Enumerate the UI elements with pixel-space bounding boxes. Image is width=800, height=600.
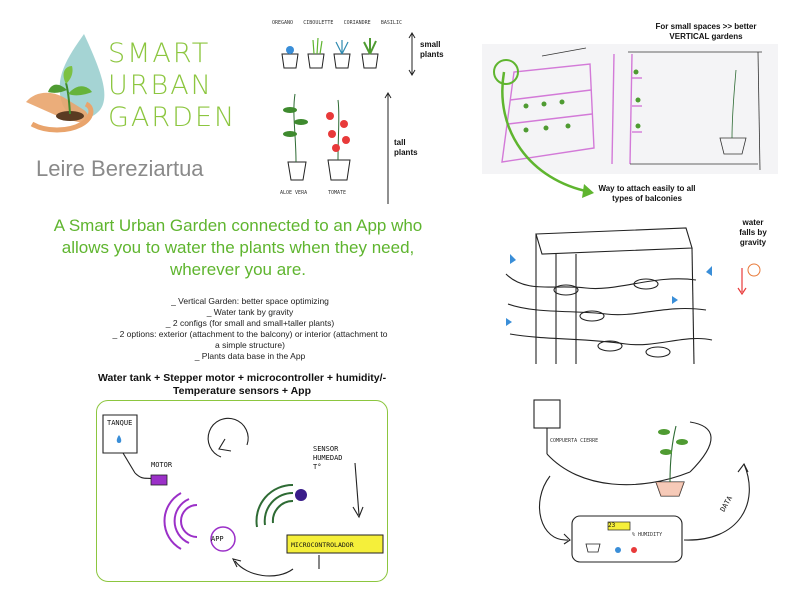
logo-word-garden: GARDEN bbox=[108, 102, 237, 133]
feature-item: _ 2 options: exterior (attachment to the… bbox=[112, 329, 388, 339]
small-plants-label: small plants bbox=[420, 40, 444, 59]
tall-plants-label: tall plants bbox=[394, 138, 418, 157]
plant-name: CIBOULETTE bbox=[303, 20, 334, 26]
vertical-garden-title: For small spaces >> better VERTICAL gard… bbox=[655, 22, 757, 41]
logo-word-urban: URBAN bbox=[108, 70, 213, 101]
logo-hands-plant-icon bbox=[26, 34, 105, 133]
app-flow-sketch: COMPUERTA CIERRE 23 % HUMIDITY DATA bbox=[520, 392, 780, 572]
feature-item: _ Vertical Garden: better space optimizi… bbox=[171, 296, 329, 306]
gravity-note: water falls by gravity bbox=[739, 218, 767, 247]
headline-line-3: wherever you are. bbox=[169, 260, 307, 279]
small-plant-names: OREGANO CIBOULETTE CORIANDRE BASILIC bbox=[272, 20, 402, 26]
circuit-sketch: TANQUE MOTOR SENSOR HUMEDAD T° APP MICRO… bbox=[96, 400, 388, 582]
sensor-label: SENSOR HUMEDAD T° bbox=[313, 445, 343, 471]
balcony-sketch bbox=[496, 214, 726, 374]
plant-name: ALOE VERA bbox=[280, 190, 308, 196]
tube-label: COMPUERTA CIERRE bbox=[550, 438, 599, 444]
headline-line-2: allows you to water the plants when they… bbox=[61, 238, 415, 257]
plant-name: TOMATE bbox=[328, 190, 347, 196]
plant-name: BASILIC bbox=[380, 20, 402, 26]
balcony-title: Way to attach easily to all types of bal… bbox=[598, 184, 696, 203]
feature-item: a simple structure) bbox=[215, 340, 285, 350]
feature-item: _ 2 configs (for small and small+taller … bbox=[165, 318, 335, 328]
microcontroller-label: MICROCONTROLADOR bbox=[291, 541, 354, 549]
motor-label: MOTOR bbox=[151, 461, 173, 469]
components-heading: Water tank + Stepper motor + microcontro… bbox=[82, 372, 402, 398]
app-label: APP bbox=[211, 535, 224, 543]
connector-arrow-icon bbox=[501, 71, 594, 198]
app-value: 23 bbox=[608, 522, 616, 529]
feature-item: _ Plants data base in the App bbox=[194, 351, 306, 361]
logo: SMART URBAN GARDEN bbox=[22, 28, 237, 146]
headline: A Smart Urban Garden connected to an App… bbox=[18, 215, 458, 281]
components-line-1: Water tank + Stepper motor + microcontro… bbox=[97, 372, 387, 384]
headline-line-1: A Smart Urban Garden connected to an App… bbox=[53, 216, 423, 235]
plant-name: CORIANDRE bbox=[343, 20, 371, 26]
humidity-label: % HUMIDITY bbox=[632, 532, 663, 538]
vertical-garden-sketch bbox=[482, 44, 778, 174]
gravity-arrow-icon bbox=[737, 263, 761, 296]
author-name: Leire Bereziartua bbox=[36, 156, 204, 181]
logo-word-smart: SMART bbox=[108, 38, 211, 69]
plant-name: OREGANO bbox=[272, 20, 294, 26]
feature-list: _ Vertical Garden: better space optimizi… bbox=[100, 296, 400, 362]
plants-sketch: OREGANO CIBOULETTE CORIANDRE BASILIC ALO… bbox=[270, 14, 470, 204]
tank-label: TANQUE bbox=[107, 419, 133, 427]
feature-item: _ Water tank by gravity bbox=[206, 307, 294, 317]
components-line-2: Temperature sensors + App bbox=[172, 385, 311, 397]
